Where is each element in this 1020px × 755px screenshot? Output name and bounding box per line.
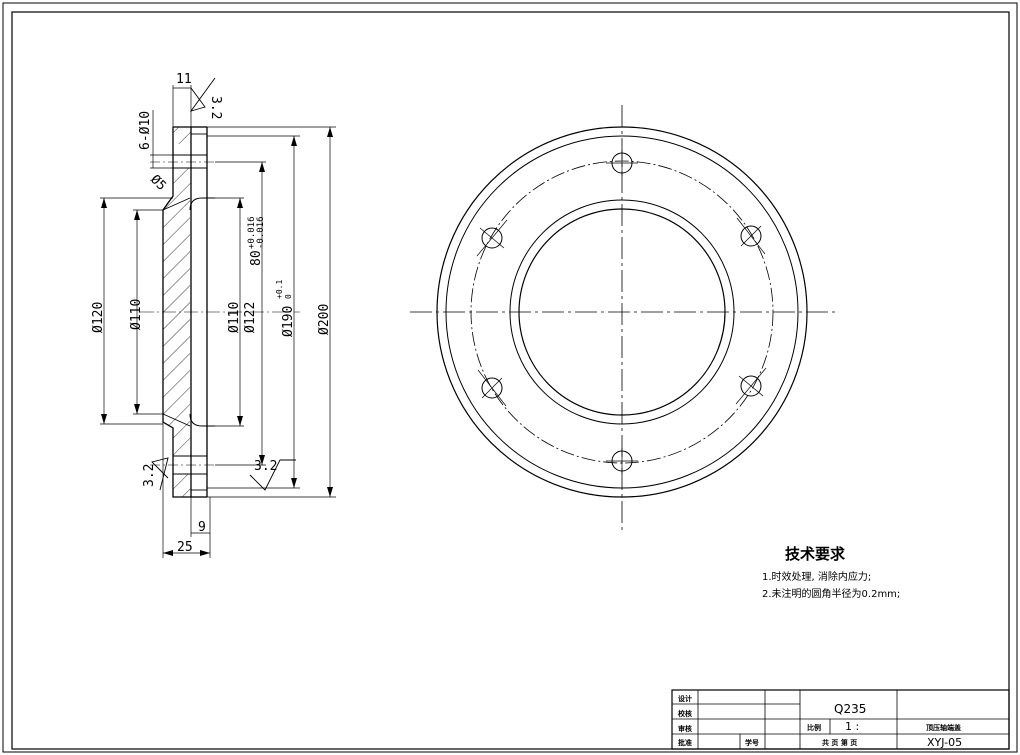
- requirement-line-1: 1.时效处理, 消除内应力;: [762, 570, 871, 583]
- roughness-top-value: 3.2: [208, 96, 223, 119]
- roughness-symbol-bottom: [249, 459, 296, 491]
- dim-bore: 80: [249, 250, 264, 266]
- tb-doc-no-label: 学号: [745, 738, 759, 747]
- dim-11: 11: [176, 72, 192, 87]
- bolt-hole-lower-right: [735, 367, 767, 405]
- bolt-hole-lower-left: [477, 369, 507, 407]
- dim-bore-tol-lower: -0.016: [256, 216, 266, 249]
- dim-120: Ø120: [91, 302, 106, 333]
- bolt-hole-top: [606, 150, 638, 176]
- requirement-line-2: 2.未注明的圆角半径为0.2mm;: [762, 587, 900, 600]
- tb-checker: 校核: [678, 709, 692, 718]
- section-hatch-lower: [173, 474, 191, 497]
- tb-material: Q235: [834, 702, 866, 716]
- dim-9: 9: [198, 520, 206, 535]
- roughness-symbol-left: [151, 457, 169, 491]
- dim-pcd: Ø190: [281, 306, 296, 337]
- bolt-hole-bottom: [606, 448, 638, 474]
- dim-122: Ø122: [243, 302, 258, 333]
- technical-requirements: 技术要求 1.时效处理, 消除内应力; 2.未注明的圆角半径为0.2mm;: [762, 545, 900, 600]
- dim-holes: 6-Ø10: [138, 111, 153, 150]
- section-hatch-upper: [173, 127, 191, 144]
- section-hatch-flange-bottom: [163, 418, 191, 455]
- tb-reviewer: 审核: [678, 724, 692, 733]
- inner-frame: [11, 11, 1010, 750]
- dim-outer-diameter: Ø200: [317, 304, 332, 335]
- tb-scale-label: 比例: [807, 723, 821, 732]
- title-block-text: 设计 校核 审核 批准 学号 Q235 比例 1 : 共 页 第 页 顶压轴端盖…: [678, 694, 962, 749]
- title-block: [671, 689, 1010, 750]
- dim-chamfer: Ø5: [147, 172, 169, 194]
- section-hatch-mid: [163, 196, 190, 428]
- bolt-hole-upper-left: [476, 219, 508, 257]
- dim-110: Ø110: [129, 299, 144, 330]
- dim-bore-tol-upper: +0.016: [247, 216, 257, 249]
- side-view: [100, 77, 336, 558]
- bolt-hole-upper-right: [736, 217, 766, 255]
- front-view: [410, 105, 838, 530]
- part-outline: [162, 126, 192, 498]
- roughness-bottom-value: 3.2: [254, 459, 277, 474]
- tb-designer: 设计: [678, 694, 692, 703]
- roughness-symbol-top: [189, 77, 216, 112]
- requirements-title: 技术要求: [785, 545, 846, 563]
- dim-110-inner: Ø110: [227, 302, 242, 333]
- tb-approver: 批准: [678, 738, 692, 747]
- dim-pcd-tol-upper: +0.1: [275, 280, 284, 299]
- roughness-left-value: 3.2: [142, 464, 157, 487]
- tb-part-name: 顶压轴端盖: [926, 723, 961, 732]
- tb-drawing-no: XYJ-05: [927, 736, 962, 749]
- tb-scale-value: 1 :: [845, 720, 859, 733]
- tb-sheet: 共 页 第 页: [822, 738, 857, 747]
- dim-25: 25: [177, 540, 193, 555]
- dim-pcd-tol-lower: 0: [284, 294, 293, 299]
